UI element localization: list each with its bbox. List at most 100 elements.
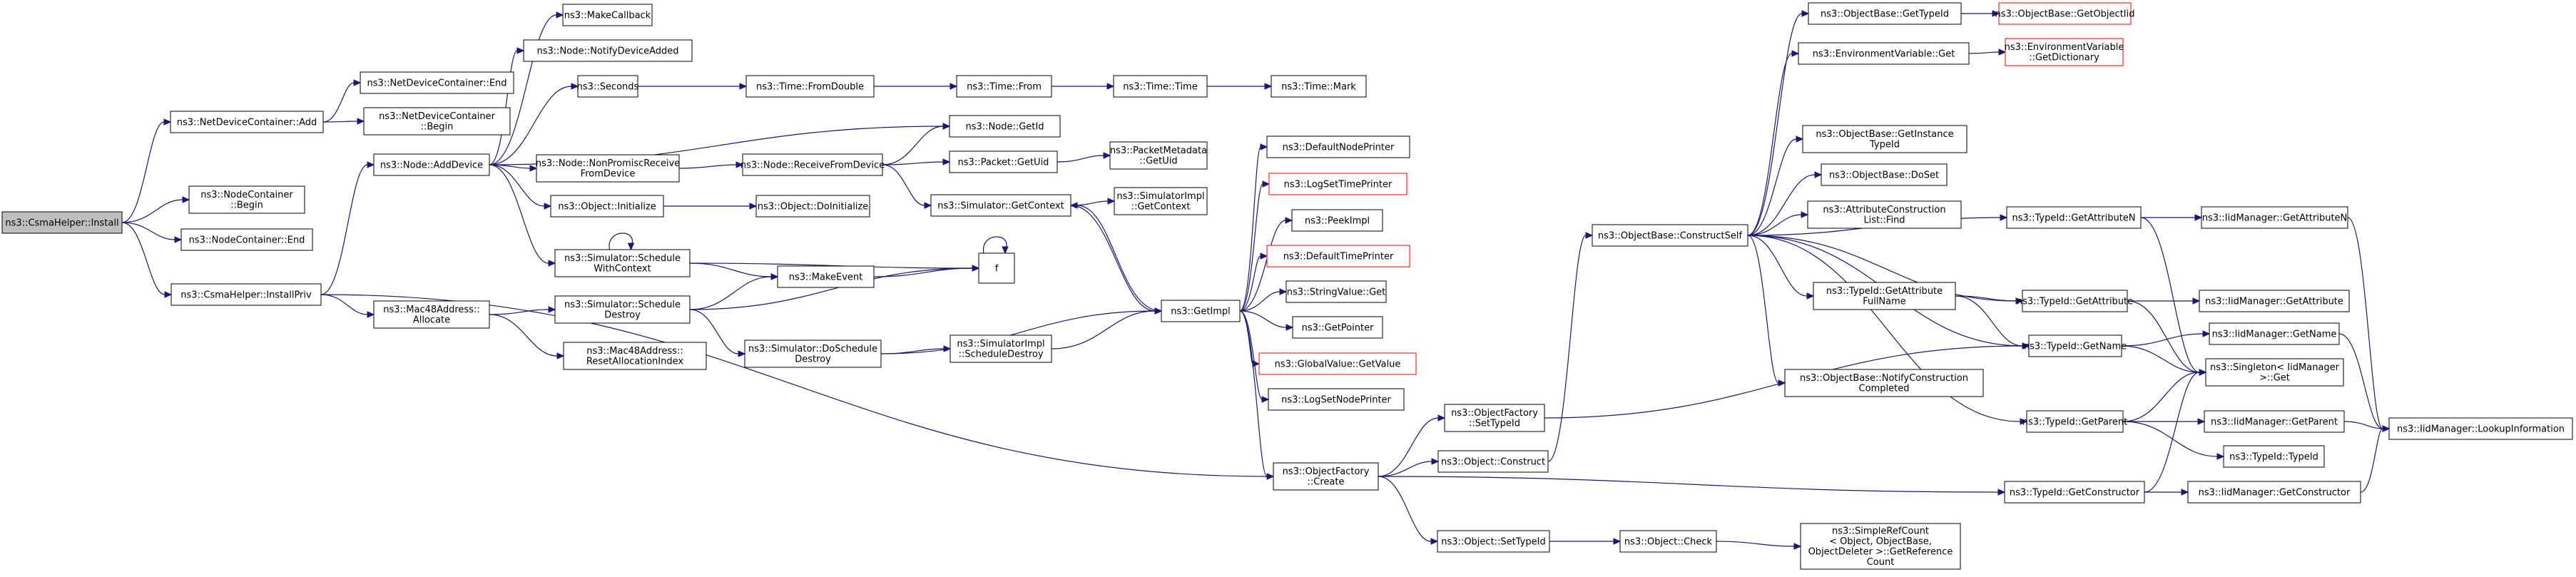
function-node[interactable]: ns3::NetDeviceContainer::Begin	[363, 107, 511, 136]
edge-line	[1239, 291, 1281, 312]
function-node[interactable]: ns3::ObjectBase::DoSet	[1821, 163, 1948, 186]
function-node[interactable]: ns3::TypeId::GetAttribute	[2017, 290, 2133, 312]
function-node[interactable]: ns3::Simulator::GetContext	[930, 194, 1071, 217]
function-node[interactable]: ns3::Singleton< IidManager>::Get	[2205, 358, 2344, 387]
function-node[interactable]: ns3::ObjectBase::GetTypeId	[1808, 2, 1962, 25]
function-node[interactable]: ns3::IidManager::LookupInformation	[2388, 417, 2573, 440]
function-node[interactable]: ns3::Time::Mark	[1271, 75, 1367, 98]
call-edge	[2338, 333, 2391, 432]
function-node[interactable]: ns3::IidManager::GetConstructor	[2187, 481, 2361, 504]
function-node[interactable]: ns3::LogSetNodePrinter	[1268, 388, 1405, 411]
function-node[interactable]: ns3::Node::ReceiveFromDevice	[740, 153, 885, 176]
function-node-label: ns3::LogSetNodePrinter	[1281, 394, 1391, 405]
function-node[interactable]: ns3::DefaultNodePrinter	[1266, 136, 1410, 158]
function-node[interactable]: ns3::ObjectBase::NotifyConstructionCompl…	[1784, 369, 1984, 397]
edge-arrowhead	[739, 83, 748, 90]
function-node[interactable]: ns3::CsmaHelper::Install	[1, 211, 123, 234]
function-node[interactable]: ns3::IidManager::GetAttributeN	[2201, 206, 2348, 229]
function-node[interactable]: ns3::TypeId::GetConstructor	[2004, 481, 2145, 504]
function-node[interactable]: ns3::IidManager::GetParent	[2204, 410, 2345, 433]
function-node[interactable]: f	[978, 252, 1015, 284]
call-edge	[678, 161, 744, 169]
function-node[interactable]: ns3::EnvironmentVariable::Get	[1798, 42, 1970, 65]
function-node[interactable]: ns3::Node::AddDevice	[373, 153, 490, 176]
function-node[interactable]: ns3::Object::Initialize	[550, 195, 664, 218]
function-node[interactable]: ns3::GetPointer	[1292, 316, 1383, 339]
function-node[interactable]: ns3::GlobalValue::GetValue	[1258, 352, 1417, 375]
function-node-label: ns3::DefaultTimePrinter	[1283, 251, 1394, 262]
call-edge	[1961, 10, 2000, 17]
function-node[interactable]: ns3::Mac48Address::Allocate	[373, 300, 490, 329]
function-node[interactable]: ns3::TypeId::GetParent	[2022, 410, 2128, 433]
edge-arrowhead	[1103, 152, 1111, 159]
function-node[interactable]: ns3::NodeContainer::End	[180, 228, 313, 251]
function-node[interactable]: ns3::SimulatorImpl::GetContext	[1114, 187, 1208, 215]
function-node[interactable]: ns3::EnvironmentVariable::GetDictionary	[2005, 38, 2124, 66]
function-node[interactable]: ns3::Object::Check	[1619, 530, 1717, 553]
function-node[interactable]: ns3::SimulatorImpl::ScheduleDestroy	[950, 335, 1052, 363]
function-node[interactable]: ns3::Node::NotifyDeviceAdded	[523, 39, 693, 62]
function-node-box	[180, 228, 313, 251]
function-node[interactable]: ns3::Packet::GetUid	[949, 150, 1058, 173]
function-node[interactable]: ns3::ObjectFactory::Create	[1273, 462, 1379, 491]
function-node[interactable]: ns3::Seconds	[577, 75, 639, 98]
function-node[interactable]: ns3::PacketMetadata::GetUid	[1109, 141, 1208, 170]
function-node[interactable]: ns3::Time::From	[956, 75, 1052, 98]
edge-line	[1239, 146, 1261, 312]
function-node-label: ns3::Simulator::DoSchedule	[748, 344, 877, 354]
function-node[interactable]: ns3::Time::Time	[1113, 75, 1208, 98]
function-node[interactable]: ns3::Object::Construct	[1437, 450, 1549, 473]
call-edge	[489, 83, 579, 165]
function-node[interactable]: ns3::Object::SetTypeId	[1437, 530, 1550, 553]
function-node[interactable]: ns3::DefaultTimePrinter	[1266, 245, 1410, 267]
function-node[interactable]: ns3::ObjectBase::ConstructSelf	[1592, 224, 1748, 247]
function-node[interactable]: ns3::LogSetTimePrinter	[1268, 173, 1407, 195]
function-node[interactable]: ns3::Object::DoInitialize	[755, 195, 870, 218]
edge-line	[1378, 476, 1432, 542]
edge-arrowhead	[2216, 453, 2225, 460]
function-node-box	[1798, 42, 1970, 65]
function-node[interactable]: ns3::Time::FromDouble	[745, 75, 875, 98]
function-node[interactable]: ns3::IidManager::GetName	[2209, 322, 2340, 345]
function-node[interactable]: ns3::PeekImpl	[1291, 209, 1383, 232]
function-node[interactable]: ns3::Node::GetId	[949, 115, 1061, 138]
function-node-label: TypeId	[1869, 140, 1900, 150]
function-node-box	[2388, 417, 2573, 440]
call-edge	[1955, 295, 2030, 349]
function-node[interactable]: ns3::ObjectBase::GetObjectIid	[1995, 2, 2135, 25]
function-node[interactable]: ns3::NodeContainer::Begin	[188, 185, 305, 214]
function-node[interactable]: ns3::NetDeviceContainer::Add	[170, 111, 324, 133]
function-node[interactable]: ns3::MakeCallback	[562, 4, 653, 26]
function-node-label: ns3::ObjectBase::NotifyConstruction	[1800, 373, 1968, 384]
function-node[interactable]: ns3::SimpleRefCount< Object, ObjectBase,…	[1800, 523, 1961, 570]
edge-arrowhead	[1613, 538, 1622, 545]
function-node[interactable]: ns3::ObjectFactory::SetTypeId	[1444, 404, 1545, 432]
function-node-label: ns3::NetDeviceContainer	[379, 111, 496, 122]
function-node-box	[2005, 38, 2124, 66]
function-node[interactable]: ns3::IidManager::GetAttribute	[2199, 290, 2350, 312]
function-node[interactable]: ns3::TypeId::GetName	[2024, 335, 2127, 357]
function-node[interactable]: ns3::Simulator::ScheduleDestroy	[554, 295, 691, 324]
function-node[interactable]: ns3::StringValue::Get	[1286, 280, 1387, 303]
function-node[interactable]: ns3::GetImpl	[1161, 300, 1241, 322]
function-node[interactable]: ns3::CsmaHelper::InstallPriv	[170, 283, 322, 306]
function-node-label: ns3::Node::NonPromiscReceive	[536, 158, 680, 169]
function-node[interactable]: ns3::TypeId::GetAttributeN	[2006, 206, 2142, 229]
edge-line	[322, 121, 358, 123]
function-node-label: ns3::ObjectFactory	[1451, 408, 1538, 419]
function-node[interactable]: ns3::TypeId::TypeId	[2223, 445, 2325, 468]
function-node[interactable]: ns3::MakeEvent	[777, 265, 875, 288]
call-edge	[1239, 217, 1293, 312]
call-edge	[1549, 538, 1622, 545]
edge-line	[1057, 155, 1104, 163]
function-node[interactable]: ns3::Mac48Address::ResetAllocationIndex	[563, 342, 707, 370]
function-node-box	[1444, 404, 1545, 432]
function-node[interactable]: ns3::NetDeviceContainer::End	[360, 71, 514, 94]
